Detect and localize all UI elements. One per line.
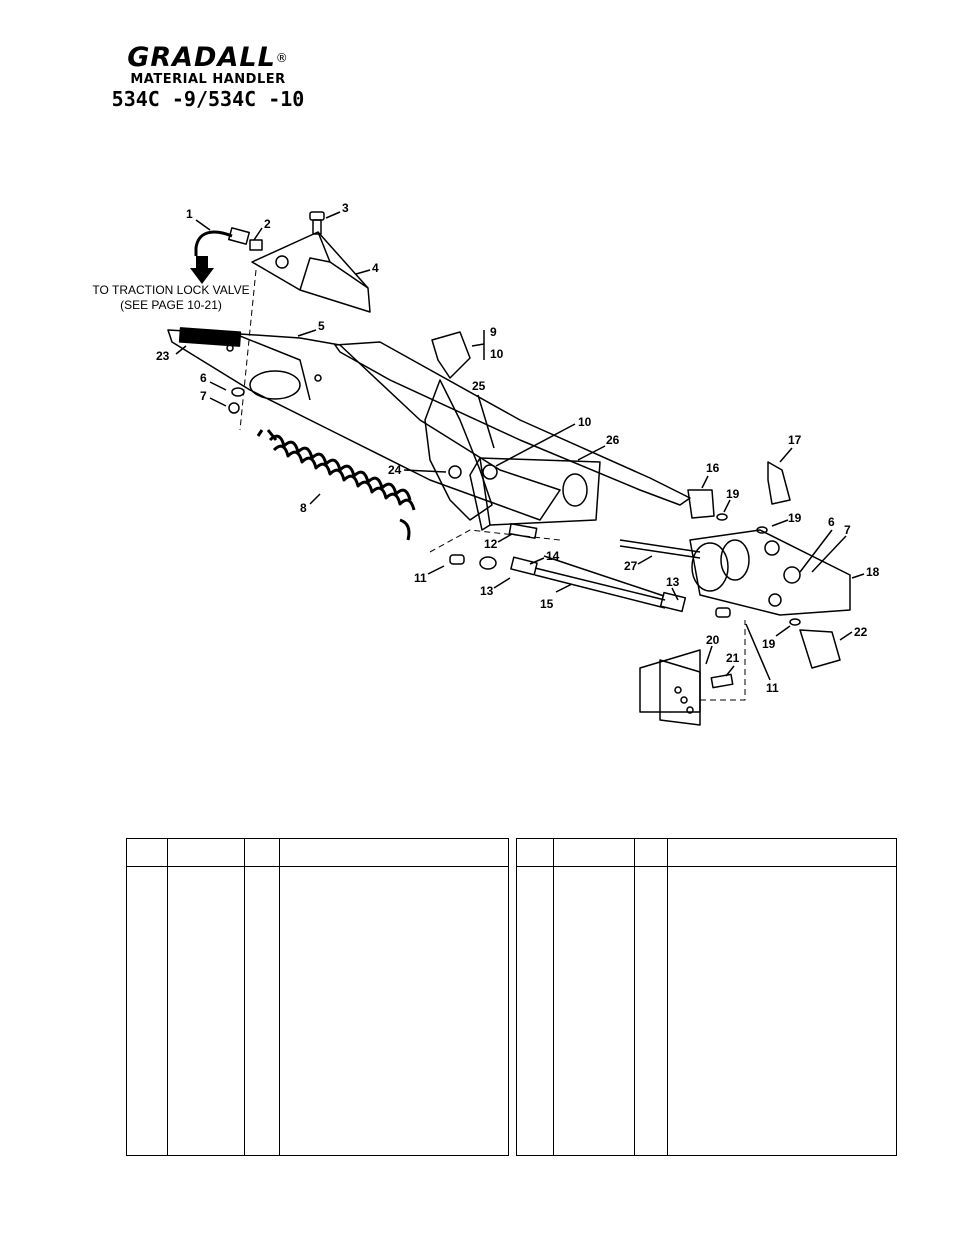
callout-1: 1 [186, 207, 193, 221]
callout-21: 21 [726, 651, 740, 665]
linkage-block [479, 457, 601, 526]
callout-9: 9 [490, 325, 497, 339]
callout-10b: 10 [578, 415, 592, 429]
callout-23: 23 [156, 349, 170, 363]
callout-10a: 10 [490, 347, 504, 361]
master-cylinder [689, 529, 851, 616]
fitting-16 [687, 489, 715, 519]
callout-6a: 6 [200, 371, 207, 385]
fitting-22 [799, 629, 841, 669]
logo-subtitle: MATERIAL HANDLER [130, 72, 286, 87]
logo-model: 534C -9/534C -10 [111, 87, 305, 111]
parts-table-right [516, 838, 897, 1156]
callout-19c: 19 [762, 637, 776, 651]
callout-5: 5 [318, 319, 325, 333]
callout-16: 16 [706, 461, 720, 475]
callout-12: 12 [484, 537, 498, 551]
gradall-logo: GRADALL® MATERIAL HANDLER 534C -9/534C -… [108, 42, 308, 111]
note-traction-lock: TO TRACTION LOCK VALVE [92, 283, 249, 297]
callout-17: 17 [788, 433, 802, 447]
callout-22: 22 [854, 625, 868, 639]
note-see-page: (SEE PAGE 10-21) [120, 298, 222, 312]
callout-20: 20 [706, 633, 720, 647]
parts-table-left [126, 838, 509, 1156]
callout-15: 15 [540, 597, 554, 611]
callout-13b: 13 [666, 575, 680, 589]
callout-7b: 7 [844, 523, 851, 537]
callout-26: 26 [606, 433, 620, 447]
callout-25: 25 [472, 379, 486, 393]
callout-27: 27 [624, 559, 638, 573]
valve-block [639, 649, 701, 713]
callout-8: 8 [300, 501, 307, 515]
grip-part [178, 327, 242, 347]
callout-4: 4 [372, 261, 379, 275]
fitting-17 [767, 461, 791, 505]
registered-mark: ® [275, 51, 289, 65]
exploded-parts-diagram: 1 2 3 4 5 6 7 8 9 10 10 11 11 12 13 13 1… [92, 201, 880, 726]
callout-11b: 11 [766, 681, 779, 695]
callout-18: 18 [866, 565, 880, 579]
push-rod [534, 567, 666, 601]
callout-24: 24 [388, 463, 402, 477]
callout-14: 14 [546, 549, 560, 563]
bracket-part [251, 231, 371, 313]
callout-6b: 6 [828, 515, 835, 529]
tube-part [194, 230, 233, 256]
callout-19b: 19 [788, 511, 802, 525]
spring-part [256, 429, 416, 541]
logo-brand: GRADALL® [127, 42, 289, 73]
callout-2: 2 [264, 217, 271, 231]
callout-3: 3 [342, 201, 349, 215]
callout-13a: 13 [480, 584, 494, 598]
callout-7a: 7 [200, 389, 207, 403]
callout-19a: 19 [726, 487, 740, 501]
callout-11a: 11 [414, 571, 427, 585]
traction-lock-arrow [190, 256, 214, 284]
pedal-plate [167, 329, 561, 521]
pedal-arm [334, 341, 691, 506]
